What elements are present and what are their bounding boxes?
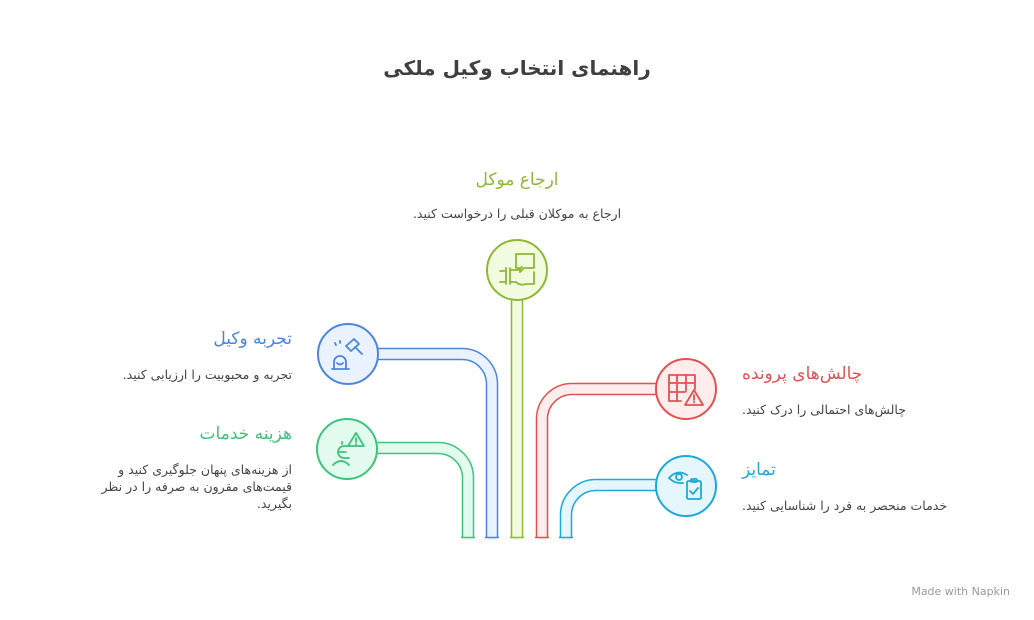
node-cost [316,418,378,480]
desc-cost-line: بگیرید. [256,496,292,511]
desc-cost-line: از هزینه‌های پنهان جلوگیری کنید و [118,462,292,477]
handshake-chat-icon [499,253,535,286]
heading-experience: تجربه وکیل [213,329,292,349]
napkin-watermark: Made with Napkin [911,585,1010,598]
desc-distinction: خدمات منحصر به فرد را شناسایی کنید. [742,498,948,513]
heading-challenges: چالش‌های پرونده [742,364,863,384]
euro-warning-icon [332,432,365,466]
desc-challenges: چالش‌های احتمالی را درک کنید. [742,402,906,417]
page-title: راهنمای انتخاب وکیل ملکی [383,56,651,80]
heading-distinction: تمایز [742,460,776,480]
heading-referral: ارجاع موکل [475,170,559,190]
gavel-icon [331,338,363,370]
eye-clipboard-icon [668,471,702,500]
desc-experience: تجربه و محبوبیت را ارزیابی کنید. [122,367,292,382]
desc-referral: ارجاع به موکلان قبلی را درخواست کنید. [412,206,622,221]
desc-cost: از هزینه‌های پنهان جلوگیری کنید و قیمت‌ه… [101,461,292,512]
desc-cost-line: قیمت‌های مقرون به صرفه را در نظر [101,479,292,494]
grid-warning-icon [668,374,704,406]
heading-cost: هزینه خدمات [199,424,292,444]
node-distinction [655,455,717,517]
node-experience [317,323,379,385]
